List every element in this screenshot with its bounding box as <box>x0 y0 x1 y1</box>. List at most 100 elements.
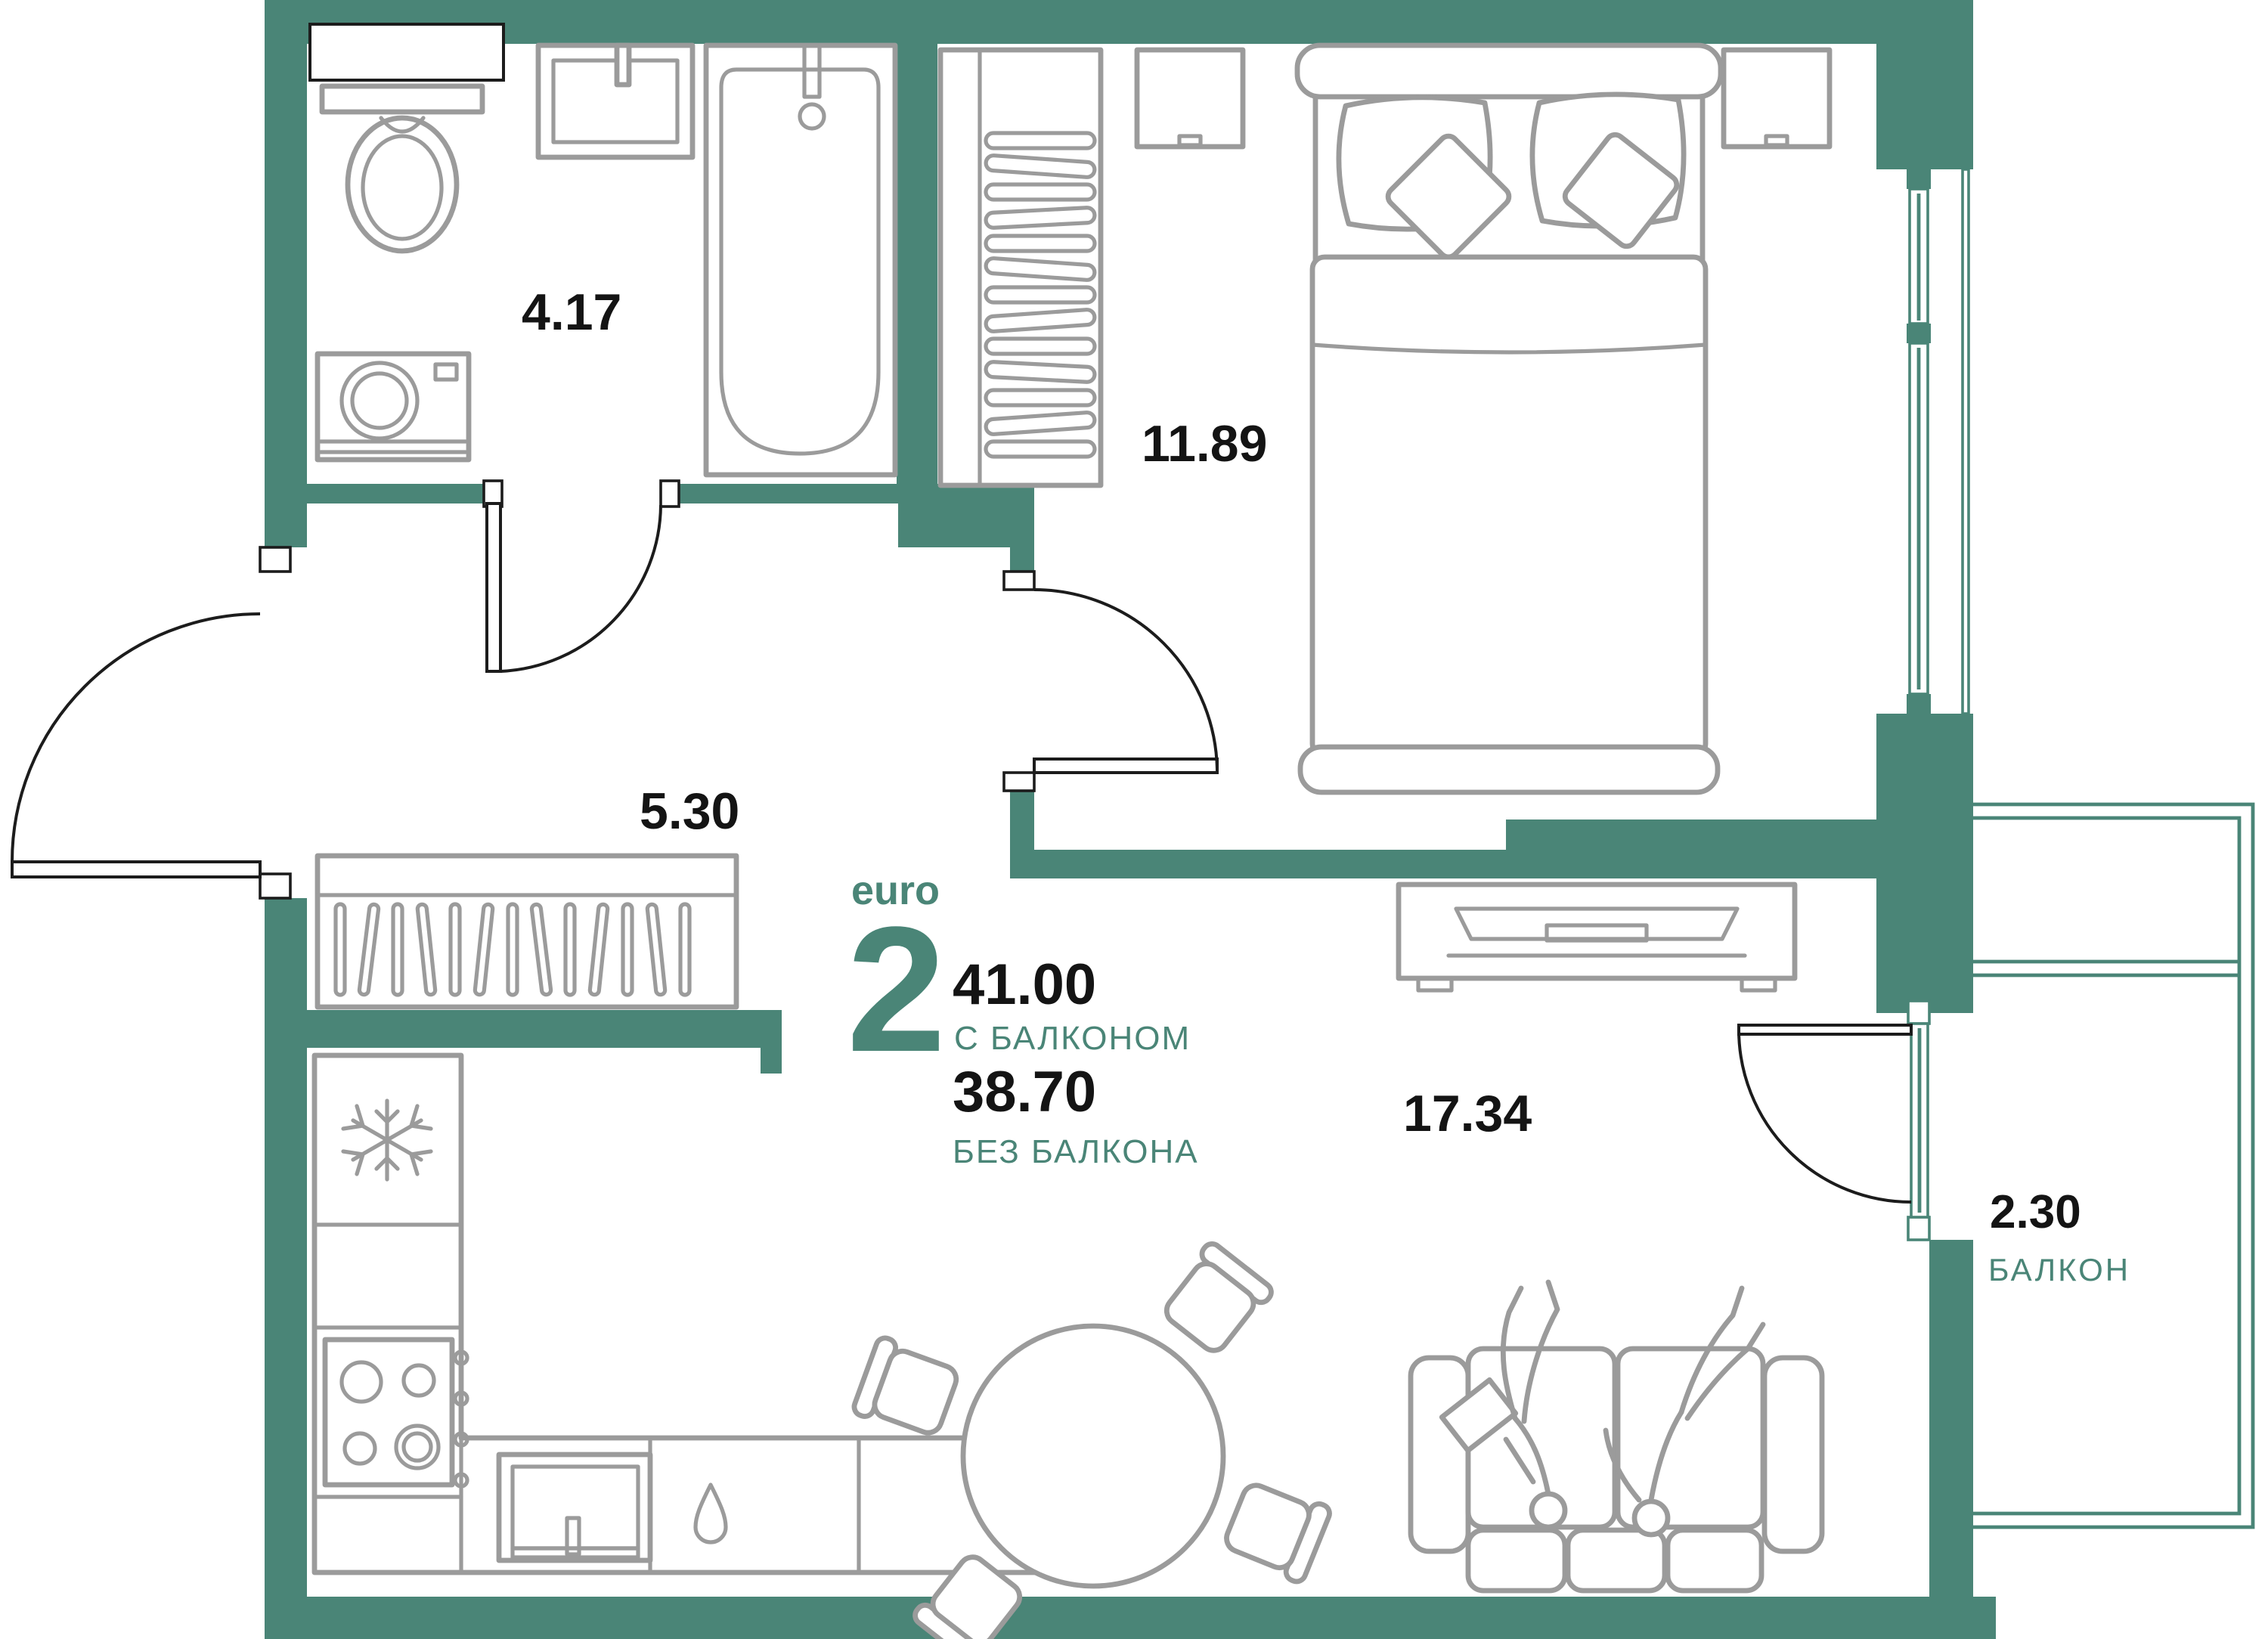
bedroom-door-jamb-top <box>1002 570 1036 591</box>
chair <box>1224 1483 1332 1585</box>
tv-screen <box>1454 906 1740 941</box>
wall-hallway-bottom <box>307 1010 782 1048</box>
entrance-door <box>11 546 292 900</box>
bed <box>1294 42 1724 795</box>
balcony-door-swing-arc <box>1737 1029 1912 1204</box>
room-label-bedroom: 11.89 <box>1142 415 1267 472</box>
dining-set <box>851 1241 1332 1639</box>
wall-divider-left <box>1010 850 1506 878</box>
wardrobe-hangers <box>984 131 1097 459</box>
wall-right-pillar <box>1876 0 1973 169</box>
wall-bathroom-bottom-right <box>679 484 937 503</box>
unit-info: euro 2 41.00 С БАЛКОНОМ 38.70 БЕЗ БАЛКОН… <box>847 868 1199 1170</box>
entrance-jamb-bottom <box>259 872 292 900</box>
bed-headboard <box>1294 42 1724 100</box>
unit-type-label: euro <box>851 868 940 913</box>
unit-with-balcony-caption: С БАЛКОНОМ <box>954 1020 1191 1057</box>
wall-left-lower <box>265 898 307 1639</box>
bathroom-door-swing-arc <box>500 504 662 673</box>
hallway <box>314 853 739 1010</box>
wall-top <box>265 0 1973 44</box>
entrance-jamb-top <box>259 546 292 573</box>
stove-knob <box>453 1349 469 1366</box>
sofa-back-cushion <box>1565 1527 1668 1594</box>
balcony-door-jamb-bottom <box>1907 1216 1931 1241</box>
book <box>1439 1377 1519 1454</box>
window-bracket-top <box>1907 169 1931 189</box>
bedroom-door-jamb-bottom <box>1002 771 1036 792</box>
unit-area-without-balcony: 38.70 <box>953 1060 1096 1124</box>
coat-hangers <box>333 902 692 997</box>
stove-knob <box>453 1390 469 1407</box>
room-label-bathroom: 4.17 <box>522 283 621 341</box>
duct-shaft <box>308 23 505 82</box>
bathroom-door-jamb-right <box>659 479 680 508</box>
fridge-snowflake-icon <box>341 1098 433 1182</box>
wardrobe <box>937 47 1104 488</box>
person-relaxing <box>1603 1285 1766 1538</box>
wall-left-upper <box>265 0 307 547</box>
bed-duvet <box>1309 254 1709 759</box>
stove-knob <box>453 1472 469 1489</box>
sofa-back-cushion <box>1465 1527 1568 1594</box>
kitchen <box>311 1052 1132 1575</box>
sink-faucet-icon <box>565 1516 581 1557</box>
sofa-armrest-left <box>1408 1355 1471 1554</box>
bedroom-door-swing-arc <box>1033 588 1219 773</box>
faucet-icon <box>614 42 632 88</box>
kitchen-sink <box>496 1452 653 1563</box>
coat-rack <box>314 853 739 1010</box>
tv-stand <box>1396 881 1798 993</box>
entrance-door-leaf <box>11 860 262 878</box>
room-label-hallway: 5.30 <box>640 782 739 840</box>
balcony-door <box>1737 999 1931 1241</box>
bathroom-door <box>482 479 680 673</box>
bedroom-door <box>1002 570 1219 792</box>
window-outer-line <box>1961 168 1970 715</box>
balcony-info: 2.30 БАЛКОН <box>1988 1186 2128 1287</box>
bathroom-sink <box>535 42 696 160</box>
unit-without-balcony-caption: БЕЗ БАЛКОНА <box>953 1133 1199 1170</box>
washing-machine <box>314 351 472 463</box>
stove <box>322 1337 469 1489</box>
window <box>1907 168 1970 715</box>
room-label-balcony: 2.30 <box>1990 1186 2081 1238</box>
tv-stand-leg <box>1416 976 1454 993</box>
balcony-outer-line <box>1970 802 2255 1529</box>
entrance-door-swing-arc <box>11 612 261 863</box>
person-head <box>1631 1498 1671 1538</box>
bathroom-door-leaf <box>485 502 502 673</box>
window-bracket-mid <box>1907 324 1931 343</box>
balcony-door-jamb-top <box>1907 999 1931 1025</box>
accent-pillow <box>1562 132 1680 249</box>
chair <box>1163 1241 1274 1353</box>
chair <box>851 1335 959 1436</box>
bathtub <box>703 42 898 478</box>
person-reading <box>1439 1279 1568 1530</box>
wall-right-lower <box>1929 1240 1973 1597</box>
dining-table <box>960 1323 1226 1589</box>
nightstand-right <box>1721 47 1833 150</box>
room-label-living: 17.34 <box>1403 1085 1532 1142</box>
stove-knob <box>453 1431 469 1448</box>
sofa-armrest-right <box>1761 1355 1825 1554</box>
person-head <box>1529 1491 1568 1530</box>
balcony-inner-line <box>1970 816 2242 1516</box>
chair <box>912 1554 1023 1639</box>
bed-footboard <box>1297 744 1721 795</box>
unit-rooms-count: 2 <box>847 890 946 1089</box>
wall-bedroom-door-bottom <box>1010 791 1034 850</box>
wall-right-mid <box>1876 714 1973 1013</box>
unit-area-with-balcony: 41.00 <box>953 953 1096 1017</box>
balcony <box>1970 802 2255 1529</box>
wall-bathroom-right <box>897 44 937 503</box>
window-bracket-bottom <box>1907 694 1931 714</box>
wall-bathroom-bottom-left <box>307 484 484 503</box>
nightstand-left <box>1134 47 1246 150</box>
sofa <box>1408 1279 1825 1594</box>
wall-divider-right <box>1506 820 1876 878</box>
walls <box>265 0 1996 1639</box>
wall-bedroom-door-top <box>1010 484 1034 572</box>
toilet <box>319 83 485 254</box>
